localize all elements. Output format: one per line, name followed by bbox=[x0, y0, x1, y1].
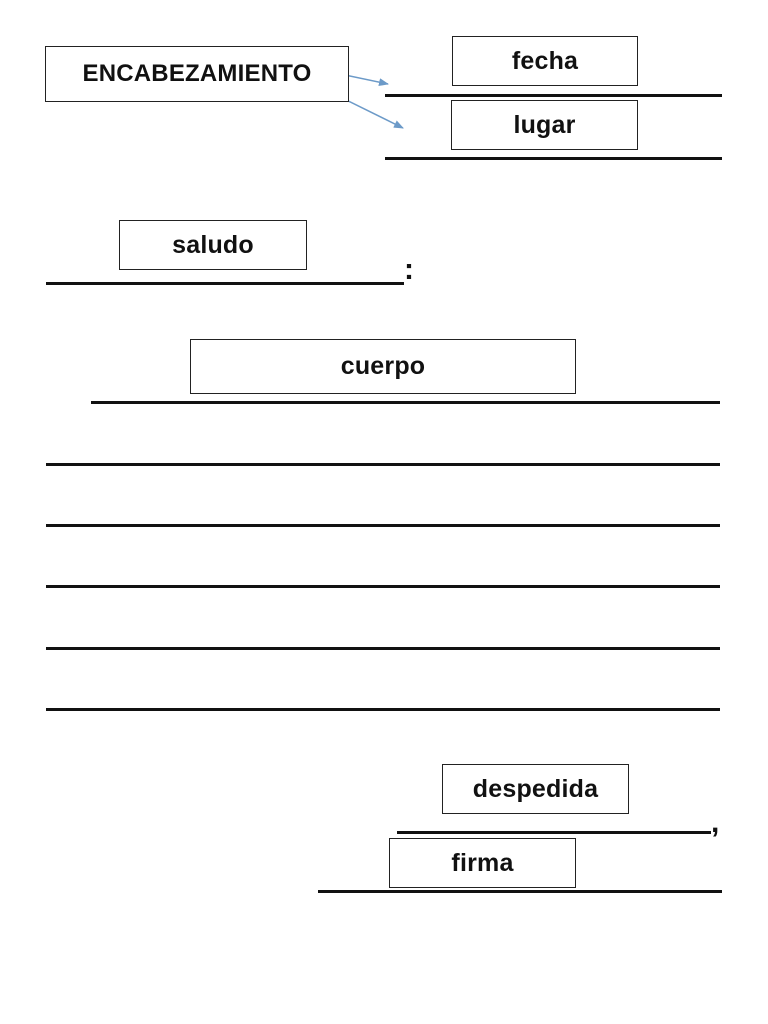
despedida-comma: , bbox=[711, 806, 720, 839]
saludo-label: saludo bbox=[172, 230, 254, 259]
lugar-line bbox=[385, 157, 722, 160]
cuerpo-line-4 bbox=[46, 585, 720, 588]
fecha-line bbox=[385, 94, 722, 97]
firma-label: firma bbox=[451, 848, 514, 877]
saludo-box: saludo bbox=[119, 220, 307, 270]
fecha-box: fecha bbox=[452, 36, 638, 86]
despedida-label: despedida bbox=[472, 774, 599, 803]
lugar-box: lugar bbox=[451, 100, 638, 150]
lugar-label: lugar bbox=[513, 110, 576, 139]
cuerpo-line-2 bbox=[46, 463, 720, 466]
cuerpo-line-6 bbox=[46, 708, 720, 711]
saludo-colon: : bbox=[404, 253, 414, 286]
cuerpo-line-5 bbox=[46, 647, 720, 650]
saludo-line bbox=[46, 282, 404, 285]
despedida-box: despedida bbox=[442, 764, 629, 814]
cuerpo-line-1 bbox=[91, 401, 720, 404]
despedida-line bbox=[397, 831, 711, 834]
encabezamiento-label: ENCABEZAMIENTO bbox=[82, 60, 312, 87]
firma-line bbox=[318, 890, 722, 893]
firma-box: firma bbox=[389, 838, 576, 888]
fecha-label: fecha bbox=[511, 46, 579, 75]
cuerpo-box: cuerpo bbox=[190, 339, 576, 394]
cuerpo-label: cuerpo bbox=[340, 352, 426, 380]
encabezamiento-box: ENCABEZAMIENTO bbox=[45, 46, 349, 102]
cuerpo-line-3 bbox=[46, 524, 720, 527]
